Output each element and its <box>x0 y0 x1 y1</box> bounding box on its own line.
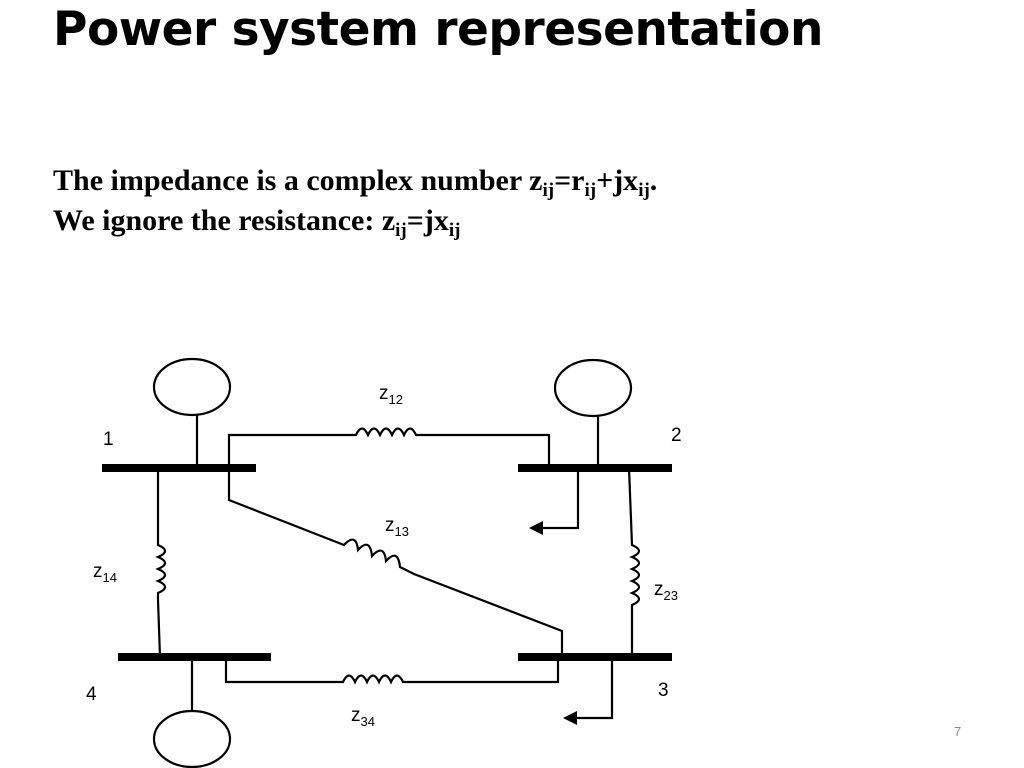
impedance-formula-term: =r <box>554 164 585 197</box>
line-z34 <box>224 657 560 685</box>
impedance-formula-subscript: ij <box>638 180 650 201</box>
impedance-formula-term: +jx <box>596 164 639 197</box>
bus-label-3: 3 <box>658 680 669 701</box>
load-bus-3-arrow <box>563 711 577 725</box>
resistance-ignored-text: We ignore the resistance: <box>53 204 382 237</box>
impedance-formula-term: z <box>529 164 543 197</box>
impedance-definition-text: The impedance is a complex number <box>53 164 530 197</box>
line-z14 <box>155 468 167 658</box>
impedance-label-z14: z14 <box>93 561 117 585</box>
load-bus-2-line <box>541 468 580 530</box>
bus-label-1: 1 <box>103 429 114 450</box>
slide-number: 7 <box>954 724 962 739</box>
reactance-formula-term: z <box>381 204 396 237</box>
line-z12 <box>227 427 551 468</box>
impedance-label-z34: z34 <box>351 705 375 729</box>
reactance-formula-subscript: ij <box>395 220 407 241</box>
generator-bus-2 <box>553 358 633 418</box>
impedance-formula: zij=rij+jxij. <box>529 164 658 200</box>
line-z13 <box>227 468 564 657</box>
generator-bus-1 <box>152 357 232 417</box>
bus-label-4: 4 <box>86 684 97 705</box>
bus-label-2: 2 <box>671 425 682 446</box>
impedance-definition-line: The impedance is a complex number zij=ri… <box>53 164 658 200</box>
impedance-formula-subscript: ij <box>542 180 555 201</box>
reactance-formula-term: =jx <box>406 204 449 237</box>
slide-title: Power system representation <box>53 2 823 57</box>
line-z23 <box>627 467 641 657</box>
impedance-label-z12: z12 <box>379 383 403 407</box>
impedance-label-z13: z13 <box>385 515 409 539</box>
impedance-formula-term: . <box>649 164 658 197</box>
resistance-ignored-line: We ignore the resistance: zij=jxij <box>53 204 461 240</box>
reactance-formula: zij=jxij <box>381 204 461 240</box>
load-bus-2-arrow <box>529 521 543 535</box>
reactance-formula-subscript: ij <box>448 220 461 241</box>
load-bus-3-line <box>575 657 614 720</box>
impedance-formula-subscript: ij <box>584 180 597 201</box>
generator-bus-4 <box>152 709 232 768</box>
impedance-label-z23: z23 <box>654 579 678 603</box>
